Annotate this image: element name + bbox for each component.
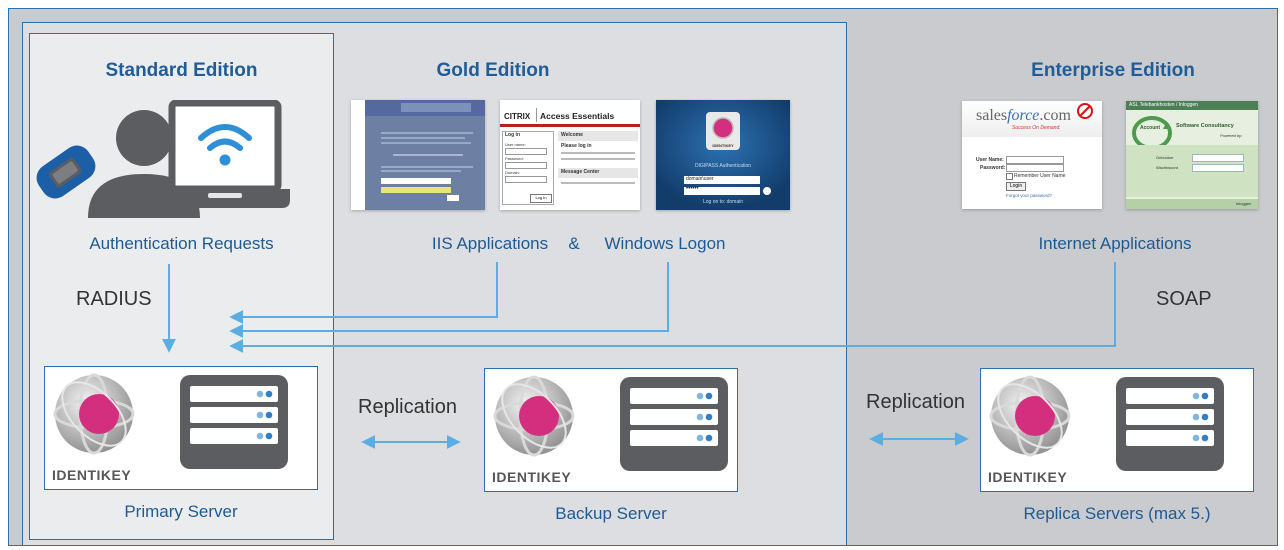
authentication-requests-label: Authentication Requests: [89, 234, 274, 253]
salesforce-login-screenshot: salesforce.com Success On Demand. User N…: [962, 101, 1102, 209]
identikey-logo-primary: IDENTIKEY: [52, 467, 132, 483]
soap-label: SOAP: [1156, 288, 1212, 310]
windows-login-screenshot: [351, 100, 485, 210]
software-consultancy-screenshot: ASL Telebankhosten / Inloggen Account So…: [1126, 101, 1258, 209]
windows-logon-label: Windows Logon: [604, 234, 726, 253]
windows-logon-arrow: [229, 262, 669, 338]
identikey-globe-icon: [493, 375, 575, 457]
standard-edition-title: Standard Edition: [105, 60, 258, 81]
identikey-logo-backup: IDENTIKEY: [492, 469, 572, 485]
radius-label: RADIUS: [76, 288, 152, 310]
gold-edition-title: Gold Edition: [436, 60, 550, 81]
digipass-token-icon: [36, 145, 96, 199]
enterprise-edition-title: Enterprise Edition: [1031, 60, 1195, 81]
wifi-icon: [198, 124, 252, 151]
backup-server-graphic: [493, 375, 728, 471]
primary-server-graphic: [53, 373, 288, 469]
replication-label-1: Replication: [358, 396, 457, 418]
internet-applications-label: Internet Applications: [1038, 234, 1192, 253]
identikey-logo-replica: IDENTIKEY: [988, 469, 1068, 485]
soap-arrow: [229, 262, 1116, 353]
replication-label-2: Replication: [866, 391, 965, 413]
user-laptop-icon: [36, 100, 290, 218]
server-rack-icon: [180, 375, 288, 469]
replica-servers-label: Replica Servers (max 5.): [1023, 504, 1211, 523]
iis-arrow: [229, 262, 498, 324]
ampersand-label: &: [568, 234, 580, 253]
primary-server-label: Primary Server: [124, 502, 238, 521]
iis-applications-label: IIS Applications: [431, 234, 549, 253]
replica-server-graphic: [989, 375, 1224, 471]
server-rack-icon: [620, 377, 728, 471]
server-rack-icon: [1116, 377, 1224, 471]
backup-server-label: Backup Server: [555, 504, 667, 523]
identikey-globe-icon: [53, 373, 135, 455]
citrix-access-screenshot: CITRIX Access Essentials Log in User nam…: [500, 100, 640, 210]
windows-logon-screenshot: IDENTIKEY DIGIPASS Authentication domain…: [656, 100, 790, 210]
identikey-globe-icon: [989, 375, 1071, 457]
